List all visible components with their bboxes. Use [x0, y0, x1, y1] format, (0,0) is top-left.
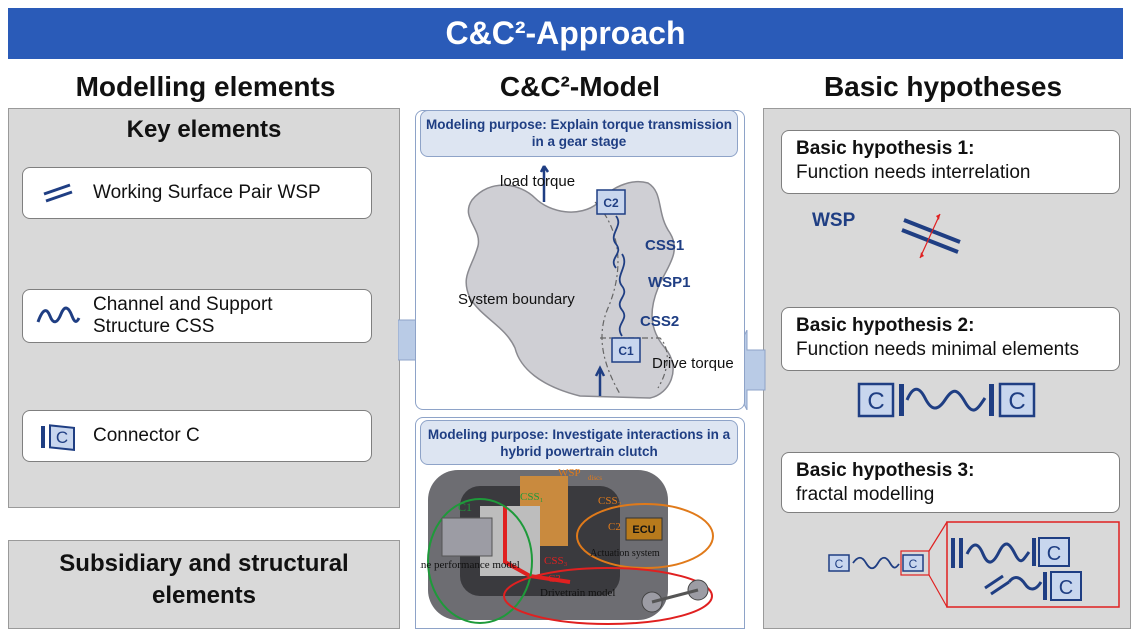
svg-text:C3: C3 [548, 573, 561, 585]
svg-text:Actuation system: Actuation system [590, 548, 660, 559]
svg-text:ECU: ECU [632, 524, 655, 536]
c1-connector [611, 337, 641, 363]
svg-text:C2: C2 [608, 521, 621, 533]
svg-text:Drivetrain model: Drivetrain model [540, 587, 615, 599]
svg-text:CSS₃: CSS₃ [544, 555, 568, 567]
column-heading-basic-hypotheses: Basic hypotheses [823, 71, 1063, 102]
hypothesis-title: Basic hypothesis 1: [796, 138, 975, 159]
svg-text:C: C [1008, 388, 1025, 415]
svg-text:C: C [835, 557, 844, 571]
drive-torque-arrow [594, 365, 606, 396]
subsidiary-heading: Subsidiary and structural elements [59, 550, 349, 609]
hypothesis-1: Basic hypothesis 1: Function needs inter… [781, 130, 1120, 194]
svg-text:C: C [867, 388, 884, 415]
svg-text:C: C [56, 428, 68, 447]
gear-stage-diagram: C2 C1 load torque CSS1 WSP1 System bound… [420, 158, 740, 406]
drive-torque-label: Drive torque [652, 355, 734, 372]
column-heading-model: C&C²-Model [499, 71, 661, 102]
load-torque-label: load torque [500, 173, 575, 190]
hypothesis-title: Basic hypothesis 2: [796, 315, 975, 336]
column-heading-modelling-elements: Modelling elements [75, 71, 336, 102]
hypothesis-2: Basic hypothesis 2: Function needs minim… [781, 307, 1120, 371]
key-element-css: Channel and Support Structure CSS [22, 289, 372, 343]
wsp-icon [23, 183, 93, 203]
minimal-elements-illustration: C C [855, 378, 1045, 422]
svg-text:CSS2: CSS2 [640, 313, 679, 330]
subsidiary-panel [8, 540, 400, 629]
hypothesis-text: Function needs interrelation [796, 162, 1031, 183]
svg-text:C: C [1059, 577, 1073, 599]
svg-text:C1: C1 [618, 344, 634, 358]
hypothesis-3: Basic hypothesis 3: fractal modelling [781, 452, 1120, 513]
svg-text:WSP: WSP [558, 467, 581, 479]
svg-text:Engine performance model: Engine performance model [420, 559, 520, 571]
svg-text:C: C [1047, 543, 1061, 565]
system-boundary-label: System boundary [458, 291, 575, 308]
modeling-purpose-1: Modeling purpose: Explain torque transmi… [420, 110, 738, 157]
hybrid-clutch-diagram: C1 Engine performance model CSS₁ WSP dis… [400, 466, 740, 628]
key-element-wsp: Working Surface Pair WSP [22, 167, 372, 219]
hypothesis-title: Basic hypothesis 3: [796, 460, 975, 481]
banner-title: C&C²-Approach [8, 8, 1123, 59]
wsp-hypothesis-illustration: WSP [812, 202, 972, 262]
svg-text:WSP1: WSP1 [648, 274, 691, 291]
hypothesis-text: fractal modelling [796, 484, 935, 505]
svg-text:discs: discs [588, 474, 602, 482]
svg-text:C2: C2 [603, 196, 619, 210]
key-element-label: Working Surface Pair WSP [93, 182, 321, 203]
svg-text:CSS₁: CSS₁ [520, 491, 544, 503]
svg-text:C1: C1 [458, 500, 472, 514]
wsp-label: WSP [812, 210, 856, 231]
css-wave-icon [23, 305, 93, 327]
key-elements-heading: Key elements [126, 116, 282, 143]
svg-text:C: C [909, 557, 918, 571]
fractal-modelling-illustration: C C C C [825, 518, 1125, 610]
modeling-purpose-2: Modeling purpose: Investigate interactio… [420, 420, 738, 465]
svg-text:CSS1: CSS1 [645, 237, 684, 254]
c2-connector [596, 189, 626, 215]
key-element-label: Connector C [93, 425, 200, 446]
key-element-label: Channel and Support Structure CSS [93, 294, 273, 337]
svg-text:CSS₂: CSS₂ [598, 495, 622, 507]
connector-icon: C [23, 421, 93, 451]
hypothesis-text: Function needs minimal elements [796, 339, 1080, 360]
key-element-connector: C Connector C [22, 410, 372, 462]
load-torque-arrow [539, 165, 550, 202]
